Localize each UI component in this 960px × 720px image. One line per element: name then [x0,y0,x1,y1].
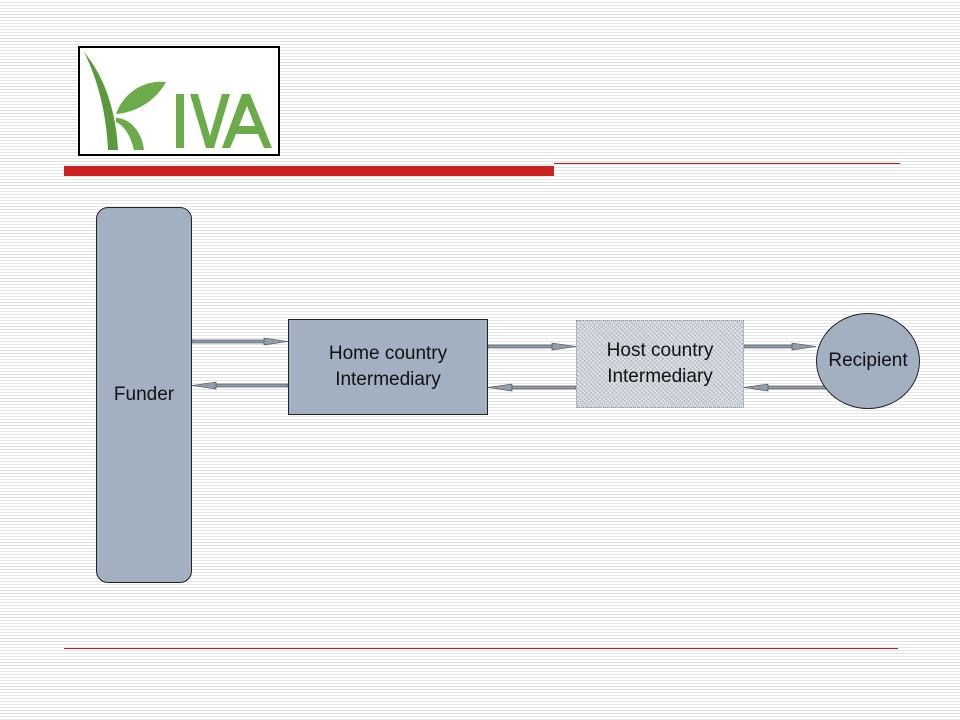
arrow-host-to-home [487,383,577,392]
logo-leaf-stem [84,52,118,150]
home-intermediary-label: Home country Intermediary [328,343,448,390]
kiva-logo [78,46,280,156]
arrow-recipient-to-host [743,383,827,392]
host-intermediary-node: Host country Intermediary [576,320,744,408]
logo-letters [176,94,272,148]
arrow-home-to-host [487,342,577,351]
funder-label: Funder [113,384,175,405]
title-rule-thin [554,163,900,164]
recipient-node: Recipient [816,313,920,409]
home-intermediary-node: Home country Intermediary [288,319,488,415]
logo-leaf-upper [116,81,166,114]
title-rule-thick [64,166,554,176]
kiva-logo-graphic [84,52,272,150]
arrow-host-to-recipient [743,342,817,351]
arrow-home-to-funder [191,381,289,390]
host-intermediary-label: Host country Intermediary [606,340,714,387]
footer-rule [64,648,898,649]
logo-leaf-lower [116,118,144,150]
arrow-funder-to-home [191,337,289,346]
funder-node: Funder [96,207,192,583]
recipient-label: Recipient [828,350,908,371]
